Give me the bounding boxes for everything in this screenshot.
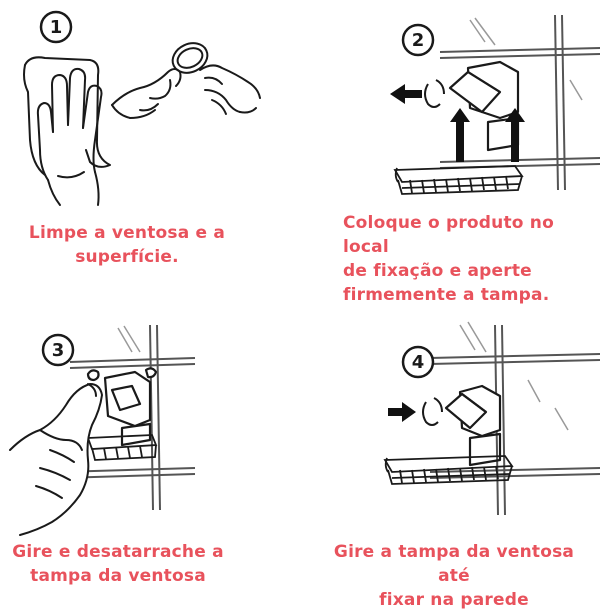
step-4-panel: 4 Gire a tampa da ventosa até fixar na p… xyxy=(300,300,600,610)
caption-line: firmemente a tampa. xyxy=(343,285,550,305)
step-number: 1 xyxy=(50,17,63,38)
caption-line: Coloque o produto no local xyxy=(343,213,554,257)
step-3-illustration: 3 xyxy=(9,324,196,536)
basket-shelf-icon xyxy=(86,434,158,461)
hand-wiping-icon xyxy=(23,56,111,206)
caption-line: superfície. xyxy=(75,247,179,267)
caption-line: de fixação e aperte xyxy=(343,261,532,281)
caption-line: tampa da ventosa xyxy=(30,566,206,586)
step-2-caption: Coloque o produto no local de fixação e … xyxy=(343,211,600,307)
wall-tiles xyxy=(439,14,600,191)
wall-tiles xyxy=(429,321,600,516)
suction-cup-holder-icon xyxy=(444,384,502,467)
caption-line: Limpe a ventosa e a xyxy=(28,223,226,243)
step-number-badge: 1 xyxy=(39,10,73,44)
step-number: 4 xyxy=(412,352,425,373)
finger-pressing-icon xyxy=(9,383,103,536)
step-2-panel: 2 Coloque o produto no loca xyxy=(300,0,600,305)
rotate-icon xyxy=(424,79,445,108)
rotate-icon xyxy=(422,397,443,426)
arrow-up-icon xyxy=(450,108,525,162)
suction-cup-holder-icon xyxy=(86,367,158,447)
step-number: 2 xyxy=(412,30,425,51)
step-1-illustration: 1 xyxy=(23,10,261,206)
arrow-right-icon xyxy=(388,402,416,422)
arrow-left-icon xyxy=(390,84,422,104)
caption-line: fixar na parede xyxy=(379,590,529,610)
step-4-illustration: 4 xyxy=(383,321,600,516)
basket-shelf-icon xyxy=(393,165,524,195)
step-3-panel: 3 Gire e desatarrache a tampa da ventosa xyxy=(0,300,300,600)
caption-line: Gire e desatarrache a xyxy=(12,542,224,562)
step-2-illustration: 2 xyxy=(390,14,600,195)
step-1-panel: 1 xyxy=(0,0,300,300)
hands-holding-suction-cup-icon xyxy=(111,42,261,119)
caption-line: Gire a tampa da ventosa até xyxy=(333,542,575,586)
step-number: 3 xyxy=(52,340,65,361)
basket-shelf-icon xyxy=(383,455,514,485)
step-1-caption: Limpe a ventosa e a superfície. xyxy=(0,221,254,269)
step-3-caption: Gire e desatarrache a tampa da ventosa xyxy=(0,540,236,588)
step-4-caption: Gire a tampa da ventosa até fixar na par… xyxy=(320,540,588,612)
